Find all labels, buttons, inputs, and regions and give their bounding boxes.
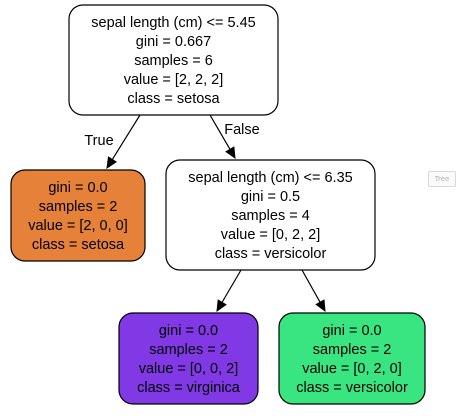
node-value-text: value = [2, 0, 0] bbox=[28, 218, 128, 234]
edge-right-split-to-right-right-leaf bbox=[301, 269, 326, 313]
arrowhead-icon bbox=[216, 299, 227, 313]
node-class-text: class = setosa bbox=[32, 237, 125, 253]
edge-line bbox=[301, 269, 321, 303]
edge-right-split-to-right-left-leaf bbox=[216, 269, 242, 313]
node-value-text: value = [2, 2, 2] bbox=[124, 72, 224, 88]
node-class-text: class = virginica bbox=[137, 380, 241, 396]
tree-node-left-leaf: gini = 0.0 samples = 2 value = [2, 0, 0] cl… bbox=[10, 169, 146, 262]
arrowhead-icon bbox=[106, 156, 118, 170]
node-gini-text: gini = 0.667 bbox=[136, 34, 211, 50]
node-samples-text: samples = 2 bbox=[149, 342, 228, 358]
tree-badge[interactable]: Tree bbox=[428, 171, 456, 187]
node-gini-text: gini = 0.5 bbox=[241, 189, 300, 205]
node-box bbox=[68, 4, 279, 116]
node-value-text: value = [0, 0, 2] bbox=[139, 361, 239, 377]
node-value-text: value = [0, 2, 0] bbox=[302, 361, 402, 377]
edge-label-false: False bbox=[224, 122, 259, 138]
tree-node-root: sepal length (cm) <= 5.45 gini = 0.667 sam… bbox=[68, 4, 279, 116]
tree-node-right-left-leaf: gini = 0.0 samples = 2 value = [0, 0, 2] cl… bbox=[118, 312, 259, 405]
edge-root-to-left-leaf: True bbox=[84, 114, 141, 170]
arrowhead-icon bbox=[225, 146, 236, 160]
node-box bbox=[165, 159, 376, 271]
tree-node-right-split: sepal length (cm) <= 6.35 gini = 0.5 sampl… bbox=[165, 159, 376, 271]
edge-label-true: True bbox=[84, 133, 113, 149]
arrowhead-icon bbox=[315, 299, 326, 313]
tree-node-right-right-leaf: gini = 0.0 samples = 2 value = [0, 2, 0] cl… bbox=[278, 312, 426, 405]
node-sepal-text: sepal length (cm) <= 6.35 bbox=[188, 170, 352, 186]
node-sepal-text: sepal length (cm) <= 5.45 bbox=[91, 15, 255, 31]
node-gini-text: gini = 0.0 bbox=[48, 180, 107, 196]
node-box bbox=[10, 169, 146, 262]
node-samples-text: samples = 4 bbox=[231, 208, 310, 224]
node-class-text: class = versicolor bbox=[296, 380, 408, 396]
node-gini-text: gini = 0.0 bbox=[159, 323, 218, 339]
node-class-text: class = versicolor bbox=[215, 246, 327, 262]
edge-line bbox=[221, 269, 242, 303]
edge-root-to-right-split: False bbox=[209, 114, 260, 160]
node-box bbox=[278, 312, 426, 405]
node-box bbox=[118, 312, 259, 405]
edge-line bbox=[209, 114, 231, 150]
node-gini-text: gini = 0.0 bbox=[322, 323, 381, 339]
node-samples-text: samples = 2 bbox=[39, 199, 118, 215]
edge-line bbox=[111, 114, 141, 160]
node-samples-text: samples = 2 bbox=[313, 342, 392, 358]
node-value-text: value = [0, 2, 2] bbox=[221, 227, 321, 243]
node-samples-text: samples = 6 bbox=[134, 53, 213, 69]
node-class-text: class = setosa bbox=[127, 91, 220, 107]
